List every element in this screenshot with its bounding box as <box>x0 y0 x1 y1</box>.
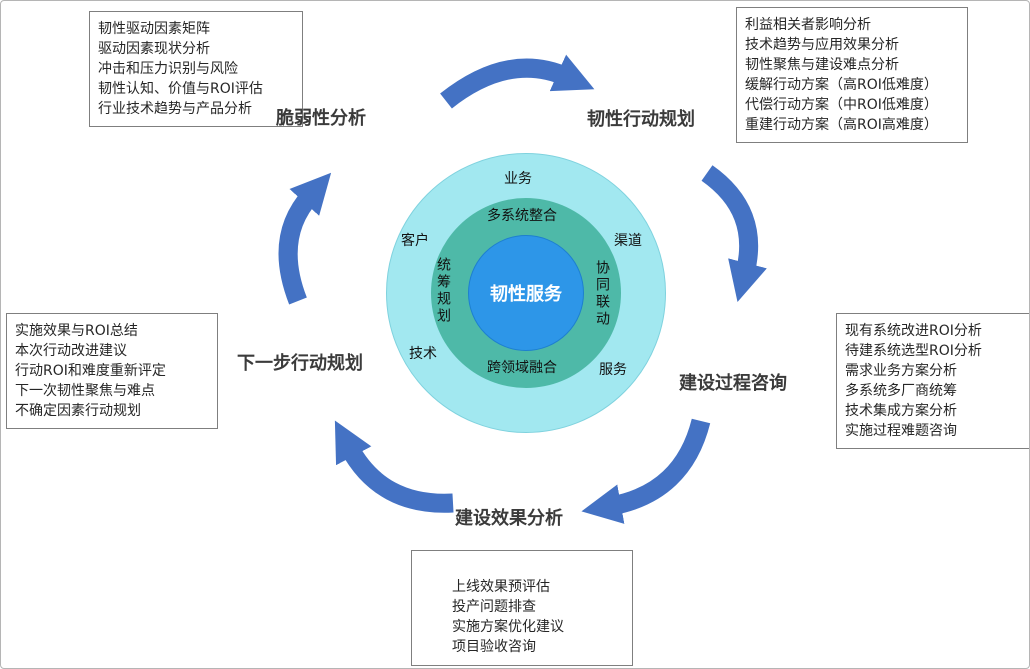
note-item: 实施方案优化建议 <box>452 619 564 635</box>
note-item: 待建系统选型ROI分析 <box>845 343 982 359</box>
stage-label-next-step-action-planning: 下一步行动规划 <box>237 353 363 374</box>
note-item: 现有系统改进ROI分析 <box>845 323 982 339</box>
note-item: 上线效果预评估 <box>452 579 550 595</box>
note-item: 韧性认知、价值与ROI评估 <box>98 81 263 97</box>
next-planning-notes-box: 实施效果与ROI总结 本次行动改进建议 行动ROI和难度重新评定 下一次韧性聚焦… <box>6 313 218 429</box>
note-item: 冲击和压力识别与风险 <box>98 61 238 77</box>
note-item: 实施效果与ROI总结 <box>15 323 138 339</box>
note-item: 韧性聚焦与建设难点分析 <box>745 57 899 73</box>
outer-ring-label-channel: 渠道 <box>614 233 642 249</box>
middle-ring-label-overall-planning: 统筹规划 <box>435 257 451 325</box>
arrow-vulnerability-to-action-planning <box>440 54 595 109</box>
note-item: 不确定因素行动规划 <box>15 403 141 419</box>
stage-label-resilience-action-planning: 韧性行动规划 <box>587 109 695 130</box>
note-item: 行动ROI和难度重新评定 <box>15 363 166 379</box>
note-item: 缓解行动方案（高ROI低难度） <box>745 77 938 93</box>
arrow-effect-to-next-planning <box>334 420 454 513</box>
note-item: 项目验收咨询 <box>452 639 536 655</box>
note-item: 实施过程难题咨询 <box>845 423 957 439</box>
stage-label-vulnerability-analysis: 脆弱性分析 <box>276 108 366 129</box>
action-planning-notes-box: 利益相关者影响分析 技术趋势与应用效果分析 韧性聚焦与建设难点分析 缓解行动方案… <box>736 7 968 143</box>
note-item: 驱动因素现状分析 <box>98 41 210 57</box>
arrow-next-planning-to-vulnerability <box>278 172 332 305</box>
note-item: 下一次韧性聚焦与难点 <box>15 383 155 399</box>
note-item: 投产问题排查 <box>452 599 536 615</box>
process-consulting-notes-box: 现有系统改进ROI分析 待建系统选型ROI分析 需求业务方案分析 多系统多厂商统… <box>836 313 1029 449</box>
note-item: 需求业务方案分析 <box>845 363 957 379</box>
note-item: 利益相关者影响分析 <box>745 17 871 33</box>
inner-circle: 韧性服务 <box>468 235 584 351</box>
outer-ring-label-technology: 技术 <box>409 346 437 362</box>
note-item: 技术趋势与应用效果分析 <box>745 37 899 53</box>
middle-ring-label-coordination: 协同联动 <box>594 260 610 328</box>
note-item: 韧性驱动因素矩阵 <box>98 21 210 37</box>
outer-ring-label-customer: 客户 <box>401 233 429 249</box>
outer-ring-label-service: 服务 <box>599 362 627 378</box>
stage-label-construction-process-consulting: 建设过程咨询 <box>679 373 787 394</box>
arrow-process-to-effect <box>581 418 711 524</box>
note-item: 技术集成方案分析 <box>845 403 957 419</box>
note-item: 重建行动方案（高ROI高难度） <box>745 117 938 133</box>
vulnerability-notes-box: 韧性驱动因素矩阵 驱动因素现状分析 冲击和压力识别与风险 韧性认知、价值与ROI… <box>89 11 303 127</box>
note-item: 代偿行动方案（中ROI低难度） <box>745 97 938 113</box>
outer-ring-label-business: 业务 <box>504 171 532 187</box>
middle-ring-label-cross-domain-fusion: 跨领域融合 <box>487 360 557 376</box>
middle-ring-label-multi-system-integration: 多系统整合 <box>487 208 557 224</box>
stage-label-construction-effect-analysis: 建设效果分析 <box>455 508 563 529</box>
arrow-action-planning-to-process <box>701 165 767 303</box>
note-item: 本次行动改进建议 <box>15 343 127 359</box>
note-item: 行业技术趋势与产品分析 <box>98 101 252 117</box>
note-item: 多系统多厂商统筹 <box>845 383 957 399</box>
center-label: 韧性服务 <box>490 284 562 305</box>
effect-analysis-notes-box: 上线效果预评估 投产问题排查 实施方案优化建议 项目验收咨询 <box>411 550 633 666</box>
